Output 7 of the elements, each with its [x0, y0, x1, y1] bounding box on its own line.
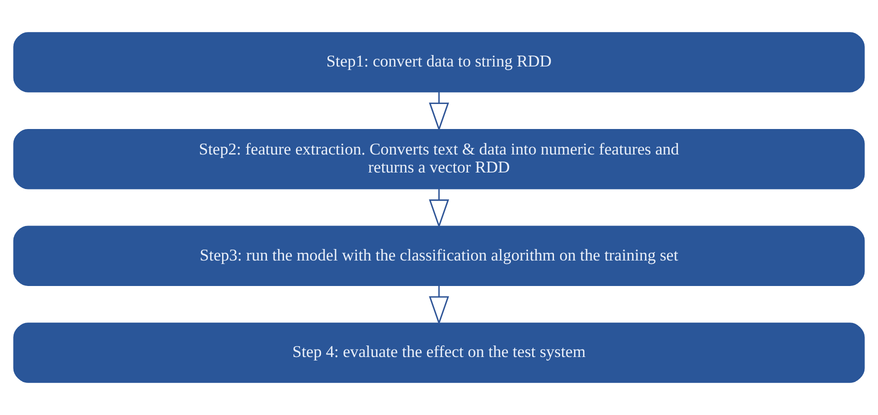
node-box: Step1: convert data to string RDD	[13, 32, 865, 92]
arrow	[428, 188, 450, 228]
node-box: Step 4: evaluate the effect on the test system	[13, 322, 865, 383]
node-box: Step2: feature extraction. Converts text & data into numeric features and returns a vector RDD	[13, 128, 865, 190]
node-box: Step3: run the model with the classification algorithm on the training set	[13, 226, 865, 286]
arrow	[428, 285, 450, 326]
arrow	[428, 92, 450, 132]
